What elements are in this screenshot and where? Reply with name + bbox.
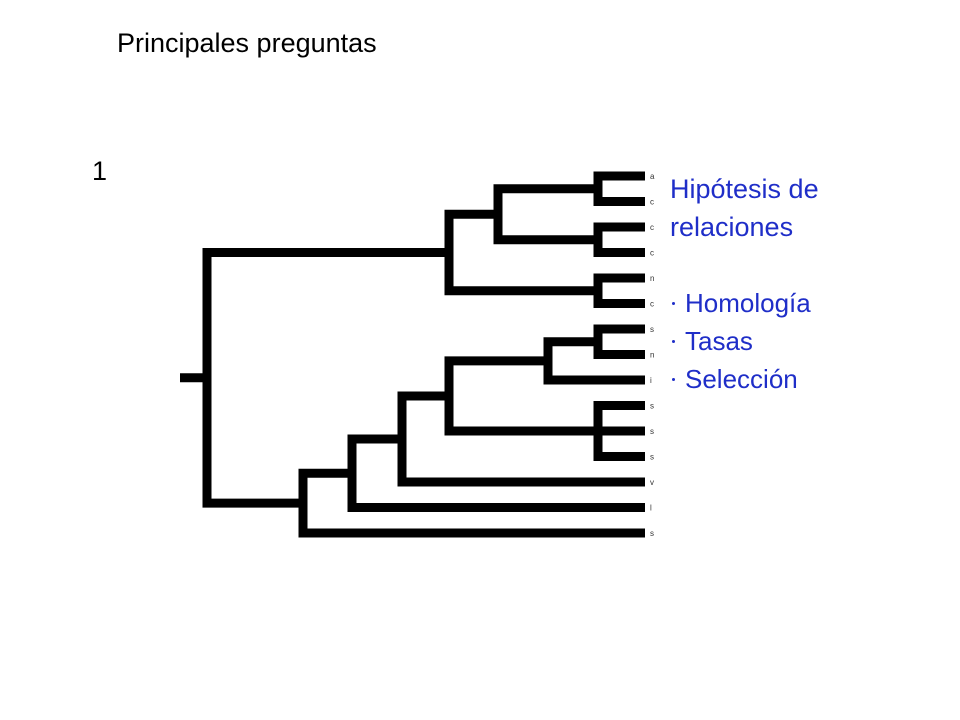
tree-leaf-label: c (650, 300, 654, 309)
tree-clade-line (444, 356, 598, 436)
tree-clade-line (593, 171, 645, 206)
tree-clade-line (593, 222, 645, 257)
tree-clade-line (593, 324, 645, 359)
tree-leaf-label: s (650, 453, 654, 462)
tree-leaf-label: c (650, 223, 654, 232)
question-item-selection: Selección (670, 360, 811, 398)
tree-clade-line (593, 273, 645, 308)
tree-leaf-label: s (650, 529, 654, 538)
tree-leaf-label: n (650, 351, 654, 360)
tree-leaf-label: i (650, 376, 652, 385)
bullet-icon (672, 340, 675, 343)
tree-leaf-label: s (650, 402, 654, 411)
question-list: Homología Tasas Selección (670, 284, 811, 398)
question-label: Selección (685, 364, 798, 394)
tree-leaf-label: a (650, 172, 655, 181)
question-item-rates: Tasas (670, 322, 811, 360)
question-item-homology: Homología (670, 284, 811, 322)
tree-leaf-label: l (650, 504, 652, 513)
question-label: Homología (685, 288, 811, 318)
tree-leaf-label: c (650, 249, 654, 258)
hypothesis-heading-line1: Hipótesis de (670, 174, 819, 204)
tree-clade-line (493, 184, 598, 245)
tree-leaf-label: n (650, 274, 654, 283)
slide-title: Principales preguntas (117, 28, 377, 58)
tree-leaf-label: v (650, 478, 654, 487)
slide-number: 1 (92, 156, 108, 186)
hypothesis-heading-line2: relaciones (670, 212, 794, 242)
hypothesis-heading: Hipótesis de relaciones (670, 170, 870, 246)
tree-clade-line (593, 401, 645, 461)
tree-leaf-label: c (650, 198, 654, 207)
bullet-icon (672, 378, 675, 381)
tree-leaf-label: s (650, 427, 654, 436)
tree-clade-line (444, 209, 598, 296)
tree-leaf-label: s (650, 325, 654, 334)
question-label: Tasas (685, 326, 753, 356)
bullet-icon (672, 302, 675, 305)
tree-root-line (202, 248, 449, 508)
